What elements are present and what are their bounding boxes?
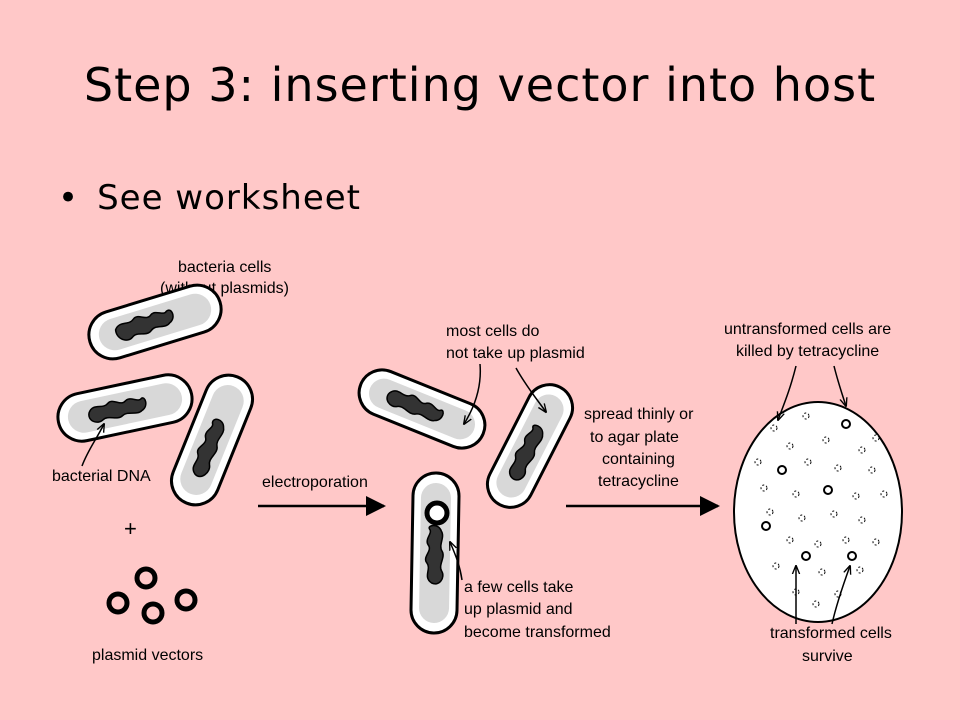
bacterium-cell (357, 368, 487, 450)
plasmid-ring (141, 601, 165, 625)
killed-cell (814, 540, 822, 548)
killed-cell (770, 424, 778, 432)
plus-sign: + (124, 516, 137, 541)
bacterium-cell (87, 283, 223, 361)
transformation-diagram: bacteria cells (without plasmids) bacter… (52, 259, 903, 665)
pointer-arrow (833, 365, 846, 406)
plasmid-vectors-group (106, 566, 198, 625)
killed-cell (872, 538, 880, 546)
label-electroporation: electroporation (262, 474, 368, 491)
bullet-item: • See worksheet (58, 178, 361, 218)
label-not-take-up: not take up plasmid (446, 345, 585, 362)
killed-cell (802, 412, 810, 420)
label-bacterial-dna: bacterial DNA (52, 468, 151, 485)
surviving-colony (823, 485, 833, 495)
label-few-cells: a few cells take (464, 579, 573, 596)
bacterium-cell (485, 383, 575, 509)
pointer-arrow (450, 542, 463, 581)
label-become-transformed: become transformed (464, 624, 611, 641)
plasmid-ring (106, 591, 130, 615)
killed-cell (766, 508, 774, 516)
bacterial-dna-blob (192, 418, 225, 478)
killed-cell (786, 536, 794, 544)
bacterium-cell (170, 373, 254, 507)
killed-cell (872, 434, 880, 442)
killed-cell (822, 436, 830, 444)
agar-plate (733, 401, 903, 623)
killed-cell (834, 464, 842, 472)
surviving-colony (777, 465, 787, 475)
bacterial-dna-blob (114, 309, 174, 341)
killed-cell (830, 510, 838, 518)
killed-cell (856, 566, 864, 574)
killed-cell (760, 484, 768, 492)
label-tetracycline: tetracycline (598, 473, 679, 490)
slide-title: Step 3: inserting vector into host (83, 58, 877, 112)
killed-cell (786, 442, 794, 450)
bullet-dot: • (58, 178, 80, 218)
label-up-plasmid: up plasmid and (464, 601, 573, 618)
killed-cell (754, 458, 762, 466)
killed-cell (868, 466, 876, 474)
pointer-arrow (778, 365, 797, 420)
label-transformed-cells: transformed cells (770, 625, 892, 642)
surviving-colony (841, 419, 851, 429)
pointer-arrow (515, 367, 546, 412)
label-killed: killed by tetracycline (736, 343, 879, 360)
killed-cell (792, 490, 800, 498)
label-agar-plate: to agar plate (590, 429, 679, 446)
killed-cell (842, 536, 850, 544)
bullet-text: See worksheet (97, 178, 361, 218)
label-plasmid-vectors: plasmid vectors (92, 647, 203, 664)
label-bacteria-cells: bacteria cells (178, 259, 271, 276)
surviving-colony (847, 551, 857, 561)
plasmid-ring (174, 588, 198, 612)
label-survive: survive (802, 648, 853, 665)
label-most-cells: most cells do (446, 323, 539, 340)
bacterial-dna-blob (508, 424, 544, 481)
killed-cell (858, 516, 866, 524)
label-spread-thinly: spread thinly or (584, 406, 694, 423)
killed-cell (858, 446, 866, 454)
killed-cell (818, 568, 826, 576)
surviving-colony (761, 521, 771, 531)
killed-cell (880, 490, 888, 498)
bacterium-cell (56, 373, 194, 443)
label-untransformed: untransformed cells are (724, 321, 891, 338)
pointer-arrow (81, 424, 104, 467)
pointer-arrow (464, 363, 482, 424)
plasmid-ring (424, 500, 450, 526)
pointer-arrow (831, 566, 850, 625)
killed-cell (804, 458, 812, 466)
killed-cell (798, 514, 806, 522)
transformed-bacterium (409, 471, 461, 635)
killed-cell (812, 600, 820, 608)
surviving-colony (801, 551, 811, 561)
bacterial-dna-blob (386, 390, 444, 422)
plasmid-ring (134, 566, 158, 590)
killed-cell (852, 492, 860, 500)
killed-cell (772, 562, 780, 570)
bacterial-dna-blob (88, 397, 147, 423)
label-containing: containing (602, 451, 675, 468)
bacterial-dna-blob (424, 524, 444, 585)
